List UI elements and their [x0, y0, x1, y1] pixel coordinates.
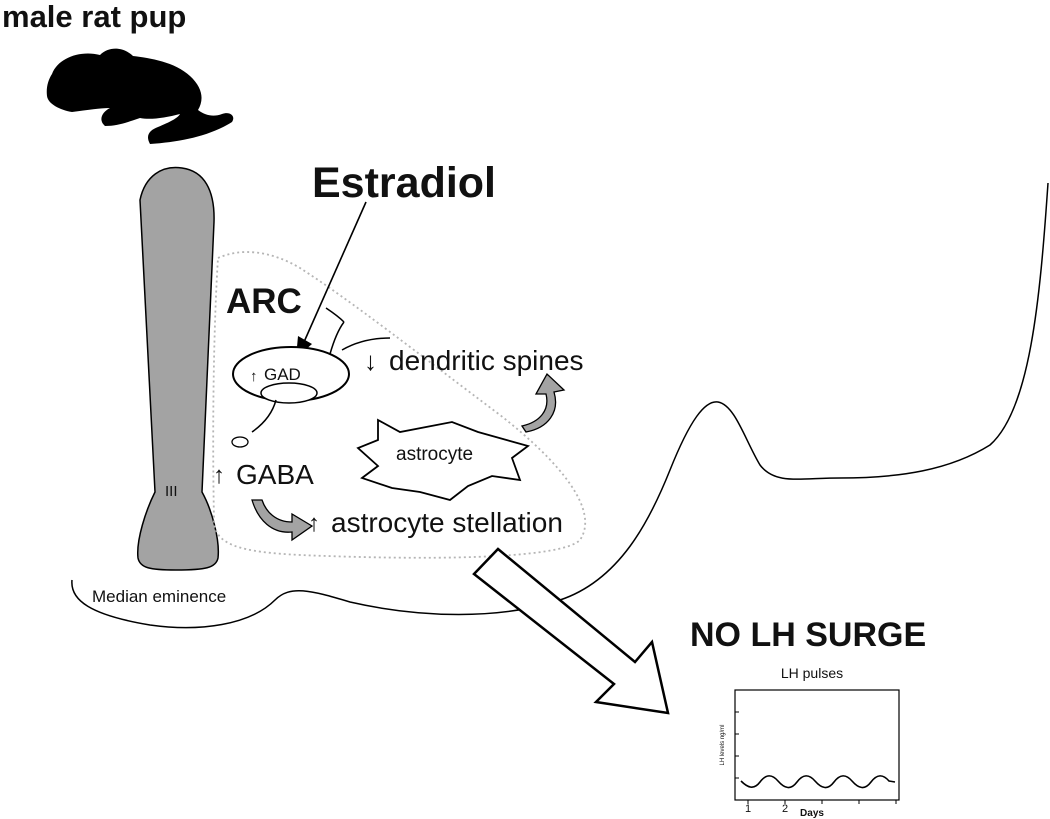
- rat-pup-icon: [46, 48, 234, 144]
- astrocyte-shape: [356, 418, 530, 501]
- dendritic-spines-label: dendritic spines: [389, 345, 584, 376]
- lh-pulse-line: [740, 775, 896, 789]
- median-eminence-label: Median eminence: [92, 587, 226, 606]
- chart-plot-frame: [734, 689, 900, 801]
- third-ventricle-label: III: [165, 483, 178, 500]
- gaba-arrow-icon: ↑: [213, 462, 225, 489]
- gabaergic-neuron: [231, 307, 391, 448]
- arc-label: ARC: [226, 282, 302, 321]
- chart-x-ticks: [747, 800, 897, 804]
- estradiol-label: Estradiol: [312, 159, 496, 207]
- gad-arrow-icon: ↑: [250, 368, 258, 385]
- figure-title: male rat pup: [2, 0, 186, 34]
- stellation-arrow-icon: ↑: [308, 510, 320, 537]
- x-axis-label: Days: [800, 808, 824, 819]
- spines-curl-arrow-icon: [520, 372, 566, 433]
- gaba-label: GABA: [236, 459, 314, 490]
- stellation-label: astrocyte stellation: [331, 507, 563, 538]
- gad-label: GAD: [264, 365, 301, 384]
- chart-title: LH pulses: [781, 665, 843, 681]
- astrocyte-label: astrocyte: [396, 444, 473, 465]
- estradiol-arrow-line: [303, 201, 367, 343]
- outcome-label: NO LH SURGE: [690, 616, 926, 654]
- lh-pulses-chart: LH pulses 1 2 Days LH levels ng/ml: [720, 665, 900, 819]
- dendritic-spines-arrow-icon: ↓: [364, 346, 377, 376]
- x-tick-label-2: 2: [782, 803, 788, 815]
- outcome-arrow: [472, 547, 670, 715]
- x-tick-label-1: 1: [745, 803, 751, 815]
- y-axis-label: LH levels ng/ml: [720, 724, 726, 765]
- stellation-curl-arrow-icon: [251, 499, 314, 542]
- third-ventricle: [137, 166, 220, 571]
- tissue-outline-curve: [71, 182, 1049, 629]
- chart-y-ticks: [735, 711, 739, 779]
